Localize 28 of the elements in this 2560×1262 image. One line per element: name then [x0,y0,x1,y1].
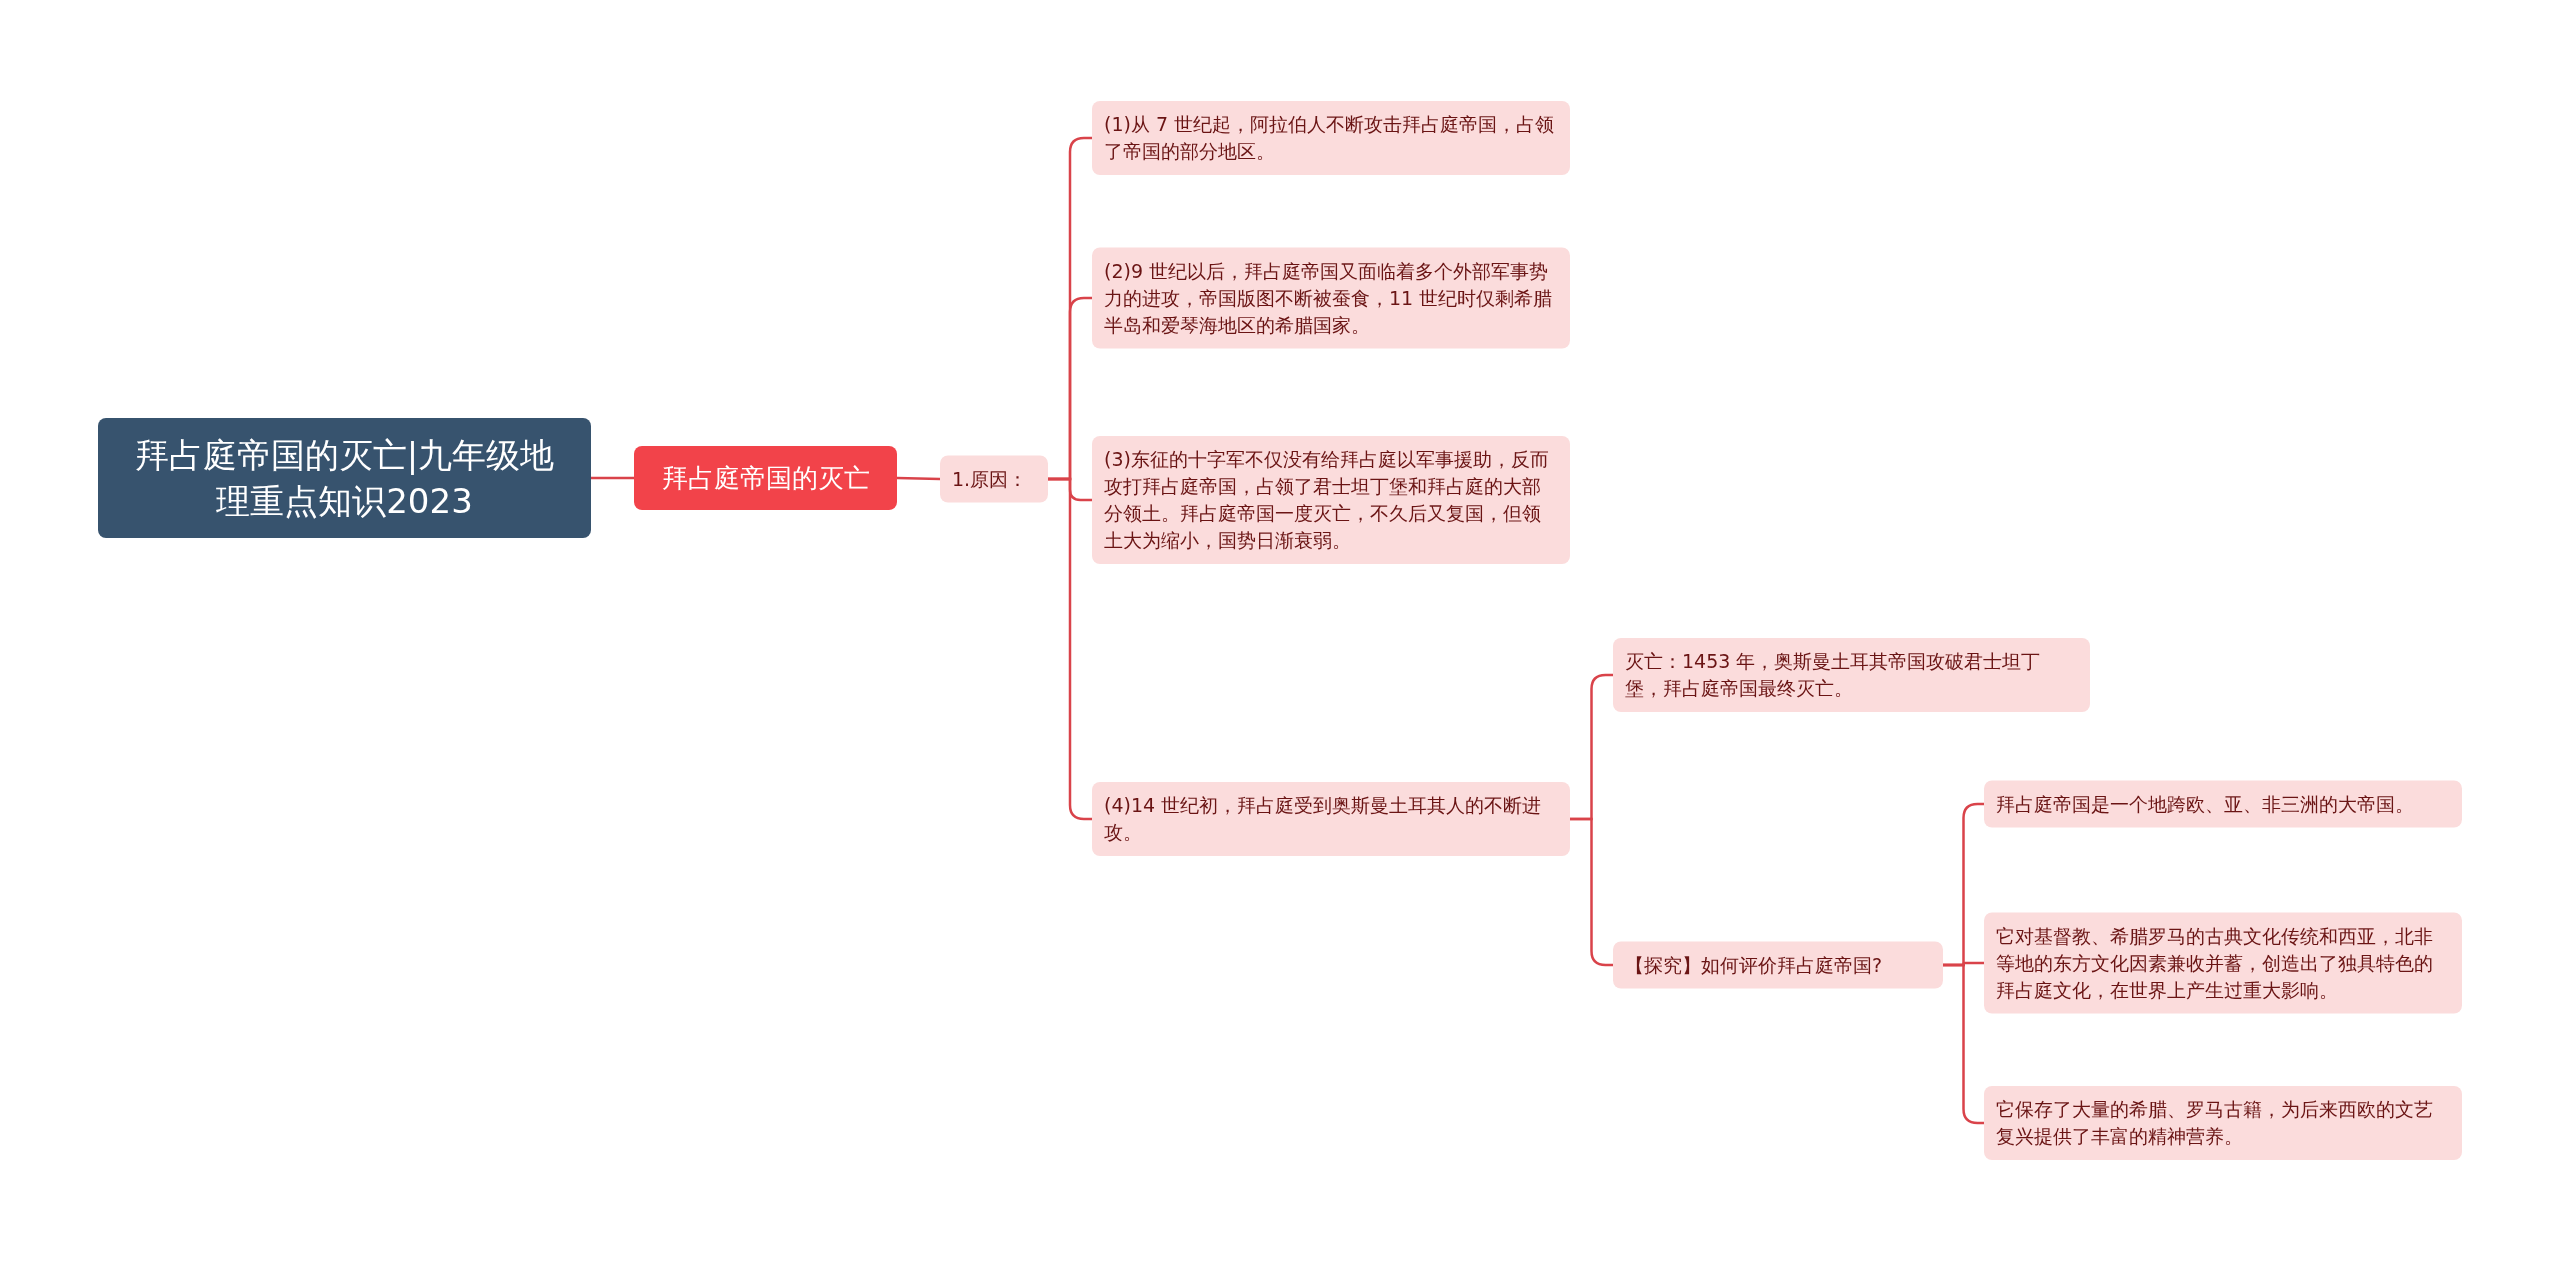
topic-text: (1)从 7 世纪起，阿拉伯人不断攻击拜占庭帝国，占领了帝国的部分地区。 [1104,112,1556,164]
topic-text: 1.原因： [952,466,1029,492]
topic-box [1984,1086,2462,1160]
topic-text: (2)9 世纪以后，拜占庭帝国又面临着多个外部军事势力的进攻，帝国版图不断被蚕食，11 世纪时仅剩希腊半岛和爱琴海地区的希腊国家。 [1104,258,1554,338]
topic-box [1613,638,2090,712]
topic-box [1092,436,1570,564]
topic-text: (4)14 世纪初，拜占庭受到奥斯曼土耳其人的不断进攻。 [1104,793,1543,845]
connector-line [1570,817,1613,967]
topic-text: 【探究】如何评价拜占庭帝国? [1625,952,1884,978]
topic-text: (3)东征的十字军不仅没有给拜占庭以军事援助，反而攻打拜占庭帝国，占领了君士坦丁堡和拜占庭的大部分领土。拜占庭帝国一度灭亡，不久后又复国，但领土大为缩小，国势日渐衰弱。 [1104,447,1550,553]
topic-text: 拜占庭帝国是一个地跨欧、亚、非三洲的大帝国。 [1996,791,2415,817]
topic-box [940,455,1048,503]
connector-line [896,476,941,481]
topic-text: 拜占庭帝国的灭亡 [660,462,871,495]
topic-box [1092,101,1570,175]
connector-line [1048,477,1092,821]
topic-text: 它对基督教、希腊罗马的古典文化传统和西亚，北非等地的东方文化因素兼收并蓄，创造出了独具特色的拜占庭文化，在世界上产生过重大影响。 [1996,923,2434,1003]
topic-box [1092,247,1570,349]
main-topic-box [634,446,897,510]
topic-box [1984,912,2462,1014]
connector-line [591,476,634,480]
root-topic-box [98,418,591,538]
topic-text: 灭亡：1453 年，奥斯曼土耳其帝国攻破君士坦丁堡，拜占庭帝国最终灭亡。 [1625,649,2042,701]
topic-text: 它保存了大量的希腊、罗马古籍，为后来西欧的文艺复兴提供了丰富的精神营养。 [1996,1097,2434,1149]
topic-box [1984,780,2462,828]
topic-box [1613,941,1943,989]
topic-box [1092,782,1570,856]
topic-text: 拜占庭帝国的灭亡|九年级地理重点知识2023 [133,434,556,523]
